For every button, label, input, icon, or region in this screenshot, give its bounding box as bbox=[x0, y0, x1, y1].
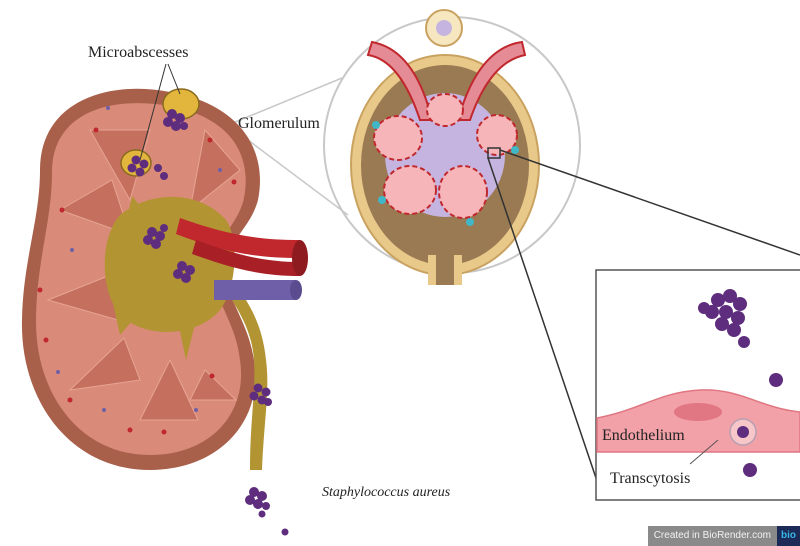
label-staphylococcus: Staphylococcus aureus bbox=[322, 485, 450, 501]
biorender-logo: bio bbox=[777, 526, 800, 546]
kidney bbox=[22, 89, 308, 470]
biorender-badge[interactable]: Created in BioRender.com bio bbox=[648, 526, 800, 546]
badge-text: Created in BioRender.com bbox=[648, 526, 777, 546]
bacterium bbox=[282, 529, 289, 536]
bacteria-cluster bbox=[245, 487, 270, 518]
label-microabscesses: Microabscesses bbox=[88, 44, 188, 62]
label-transcytosis: Transcytosis bbox=[610, 470, 690, 488]
label-endothelium: Endothelium bbox=[602, 427, 685, 445]
label-glomerulum: Glomerulum bbox=[238, 115, 320, 133]
endothelium-inset bbox=[596, 270, 800, 500]
glomerulus-zoom bbox=[324, 10, 580, 285]
